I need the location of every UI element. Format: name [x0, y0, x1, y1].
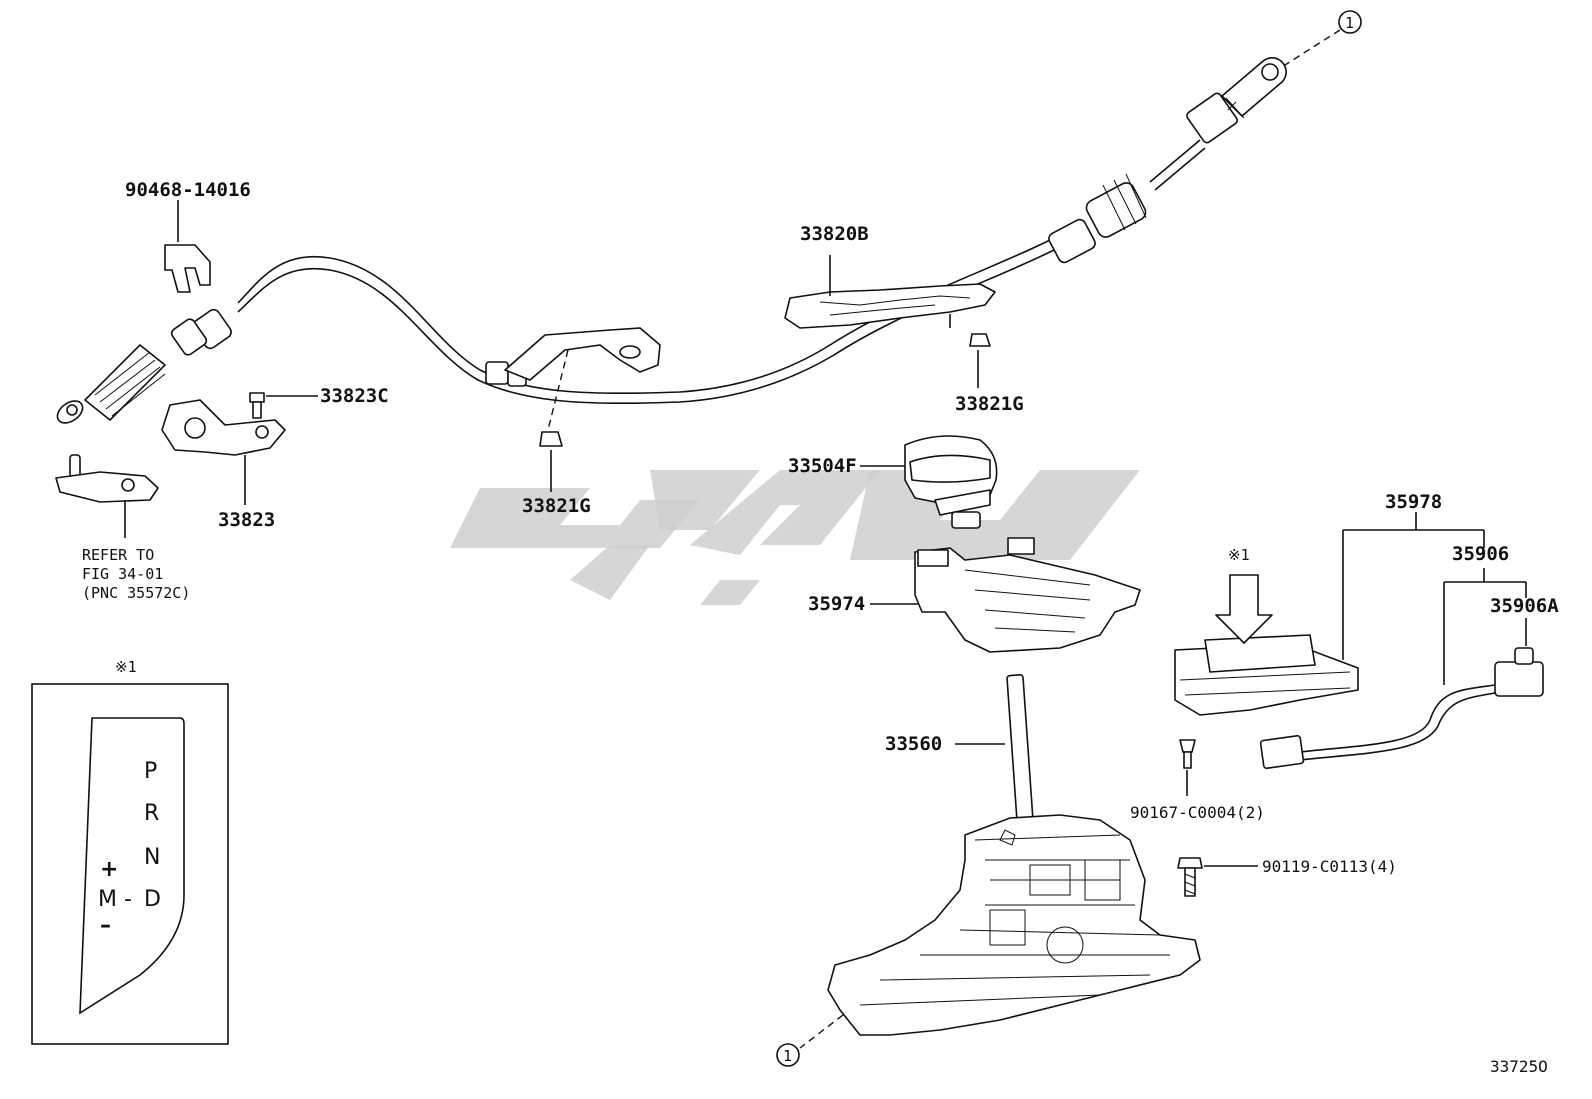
label-33821G-right: 33821G — [955, 393, 1024, 415]
label-35906: 35906 — [1452, 543, 1509, 565]
label-33820B: 33820B — [800, 223, 869, 245]
label-90468-14016: 90468-14016 — [125, 179, 251, 201]
shift-gate-inset: ※1 P R N D + M - – — [31, 658, 229, 1045]
label-35974: 35974 — [808, 593, 865, 615]
inset-title: ※1 — [115, 658, 137, 676]
shift-cable — [56, 57, 1287, 424]
gear-P: P — [144, 759, 157, 784]
ref-marker-top: 1 — [1284, 10, 1362, 66]
ref-marker-bottom: 1 — [776, 1043, 800, 1067]
refer-note-line3: (PNC 35572C) — [82, 584, 190, 602]
label-33823C: 33823C — [320, 385, 389, 407]
gear-N: N — [144, 845, 160, 870]
bracket-33823: 33823C 33823 — [161, 385, 389, 531]
gear-D: D — [144, 887, 161, 912]
ref-marker-top-text: 1 — [1345, 14, 1354, 32]
gear-minus: – — [100, 913, 111, 938]
gear-dash: - — [124, 887, 132, 912]
knob-33504F: 33504F — [788, 435, 998, 529]
label-33821G-left: 33821G — [522, 495, 591, 517]
note-mark-switch: ※1 — [1228, 546, 1250, 564]
gear-R: R — [144, 801, 159, 826]
gear-plus: + — [100, 857, 118, 882]
label-33823: 33823 — [218, 509, 275, 531]
gear-M: M — [98, 887, 117, 912]
figure-id: 33725O — [1490, 1057, 1548, 1076]
label-35978: 35978 — [1385, 491, 1442, 513]
refer-note-line1: REFER TO — [82, 546, 154, 564]
ref-bracket: REFER TO FIG 34-01 (PNC 35572C) — [55, 454, 190, 602]
label-33504F: 33504F — [788, 455, 857, 477]
clip-90468: 90468-14016 — [125, 179, 251, 293]
refer-note-line2: FIG 34-01 — [82, 565, 163, 583]
switch-35978: ※1 35978 35906 35906A 90167-C0004(2) 901… — [1130, 491, 1559, 897]
label-35906A: 35906A — [1490, 595, 1559, 617]
housing-35974: 35974 — [808, 537, 1141, 653]
ref-marker-bottom-text: 1 — [783, 1047, 792, 1065]
label-90119-C0113: 90119-C0113(4) — [1262, 857, 1397, 876]
label-33560: 33560 — [885, 733, 942, 755]
cable-bracket: 33821G — [504, 327, 661, 517]
shift-assembly-33560: 33560 — [799, 674, 1201, 1049]
label-90167-C0004: 90167-C0004(2) — [1130, 803, 1265, 822]
bracket-33820B: 33820B 33821G — [784, 223, 1024, 415]
